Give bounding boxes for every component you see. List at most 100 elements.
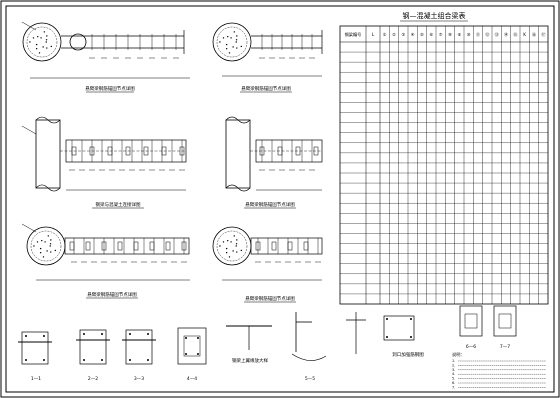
rebar-dot (25, 359, 27, 361)
concrete-dot (235, 39, 238, 41)
table-outline (339, 25, 549, 305)
note-line-number: 4. (452, 372, 455, 376)
concrete-dot (236, 251, 238, 253)
rebar-dot (410, 318, 412, 320)
table-header-symbol: ⑥ (429, 32, 433, 37)
table-header-symbol: ⑤ (420, 32, 424, 37)
concrete-dot (219, 245, 221, 247)
table-header-symbol: ③ (401, 32, 405, 37)
column-break-bottom (35, 184, 61, 192)
beam-body (250, 237, 323, 255)
table-header-symbol: ⑦ (439, 32, 443, 37)
shear-stud (255, 241, 261, 251)
shear-stud (133, 241, 139, 251)
leader-line (21, 21, 37, 31)
concrete-dot (235, 245, 237, 247)
rebar-dot (386, 318, 388, 320)
column-circle-inner (216, 26, 248, 58)
view-caption: 悬臂梁钢筋锚固节点详图 (245, 201, 295, 208)
section-outline (177, 327, 207, 365)
shear-stud (107, 146, 113, 156)
shear-stud (259, 146, 265, 156)
concrete-dot (50, 251, 52, 253)
rebar-dot (147, 359, 149, 361)
view-2: 悬臂梁钢筋锚固节点详图 (212, 22, 323, 93)
view-caption: 悬臂梁钢筋锚固节点详图 (241, 85, 291, 92)
section-outline (459, 305, 483, 337)
view-6-studs (255, 241, 309, 251)
concrete-dot (236, 47, 238, 49)
concrete-dot (46, 35, 48, 37)
section-6-6: 6—6 (459, 305, 483, 350)
section-1-1: 1—1 (18, 331, 52, 382)
column-shaft (35, 119, 61, 189)
hole-rebars (386, 318, 412, 338)
table-grid (340, 26, 548, 304)
shear-stud (161, 146, 167, 156)
column-circle-inner (216, 230, 248, 262)
concrete-dot (47, 235, 49, 237)
table-header-symbol: ⑨ (457, 32, 461, 37)
view-caption: 悬臂梁钢筋锚固节点详图 (87, 291, 137, 298)
hole-opening (383, 315, 415, 341)
view-5-concrete (33, 235, 57, 258)
beam-body (64, 237, 190, 255)
table-header-symbol: ⑩ (467, 32, 471, 37)
concrete-dot (36, 241, 39, 243)
concrete-dot (38, 52, 41, 54)
view-5: 悬臂梁钢筋锚固节点详图 (21, 223, 190, 299)
concrete-dot (232, 46, 234, 48)
concrete-dot (42, 256, 45, 258)
section-7-7: 7—7 (493, 305, 517, 350)
section-4-rebars (185, 337, 199, 355)
concrete-dot (233, 31, 235, 33)
note-line-number: 3. (452, 368, 455, 372)
view-1: 悬臂梁钢筋锚固节点详图 (21, 21, 190, 93)
table-header-symbol: ⑯ (532, 31, 537, 38)
section-outline (125, 329, 153, 365)
leader-line (21, 223, 37, 233)
section-label: 1—1 (31, 376, 41, 382)
concrete-dot (33, 245, 35, 247)
notes: 说明： 1.2.3.4.5.6.7. (452, 351, 546, 389)
view-1-stirrups (89, 34, 179, 59)
table-header-symbol: ② (392, 32, 396, 37)
shear-stud (165, 241, 171, 251)
table-header-symbol: K (523, 32, 526, 37)
section-outline (21, 331, 49, 365)
concrete-dot (43, 31, 45, 33)
rebar-dot (197, 337, 199, 339)
section-label: 7—7 (500, 344, 510, 350)
concrete-dot (39, 247, 42, 250)
hole-detail: 洞口加强筋钢图 (346, 312, 424, 358)
concrete-dot (232, 250, 234, 252)
sheet-border-inner (5, 5, 555, 393)
shear-stud (85, 241, 91, 251)
rebar-dot (197, 353, 199, 355)
column-circle (22, 22, 62, 62)
concrete-dot (230, 37, 232, 39)
view-1-concrete (29, 31, 53, 54)
shear-stud (277, 146, 283, 156)
section-label: 5—5 (305, 376, 315, 382)
concrete-dot (50, 45, 53, 48)
rebar-dot (83, 333, 85, 335)
concrete-dot (222, 241, 225, 243)
shear-stud (69, 241, 75, 251)
rebar-dot (101, 359, 103, 361)
concrete-dot (240, 249, 243, 252)
pipe-circle (69, 33, 87, 51)
section-3-rebars (129, 333, 149, 361)
view-2-concrete (219, 31, 243, 54)
concrete-dot (228, 52, 231, 54)
section-label: 2—2 (88, 376, 98, 382)
rebar-dot (147, 333, 149, 335)
concrete-dot (222, 37, 225, 39)
column-break-top (35, 116, 61, 124)
shear-stud (271, 241, 277, 251)
column-circle (212, 22, 252, 62)
rebar-dot (185, 353, 187, 355)
view-3-studs (71, 146, 185, 156)
